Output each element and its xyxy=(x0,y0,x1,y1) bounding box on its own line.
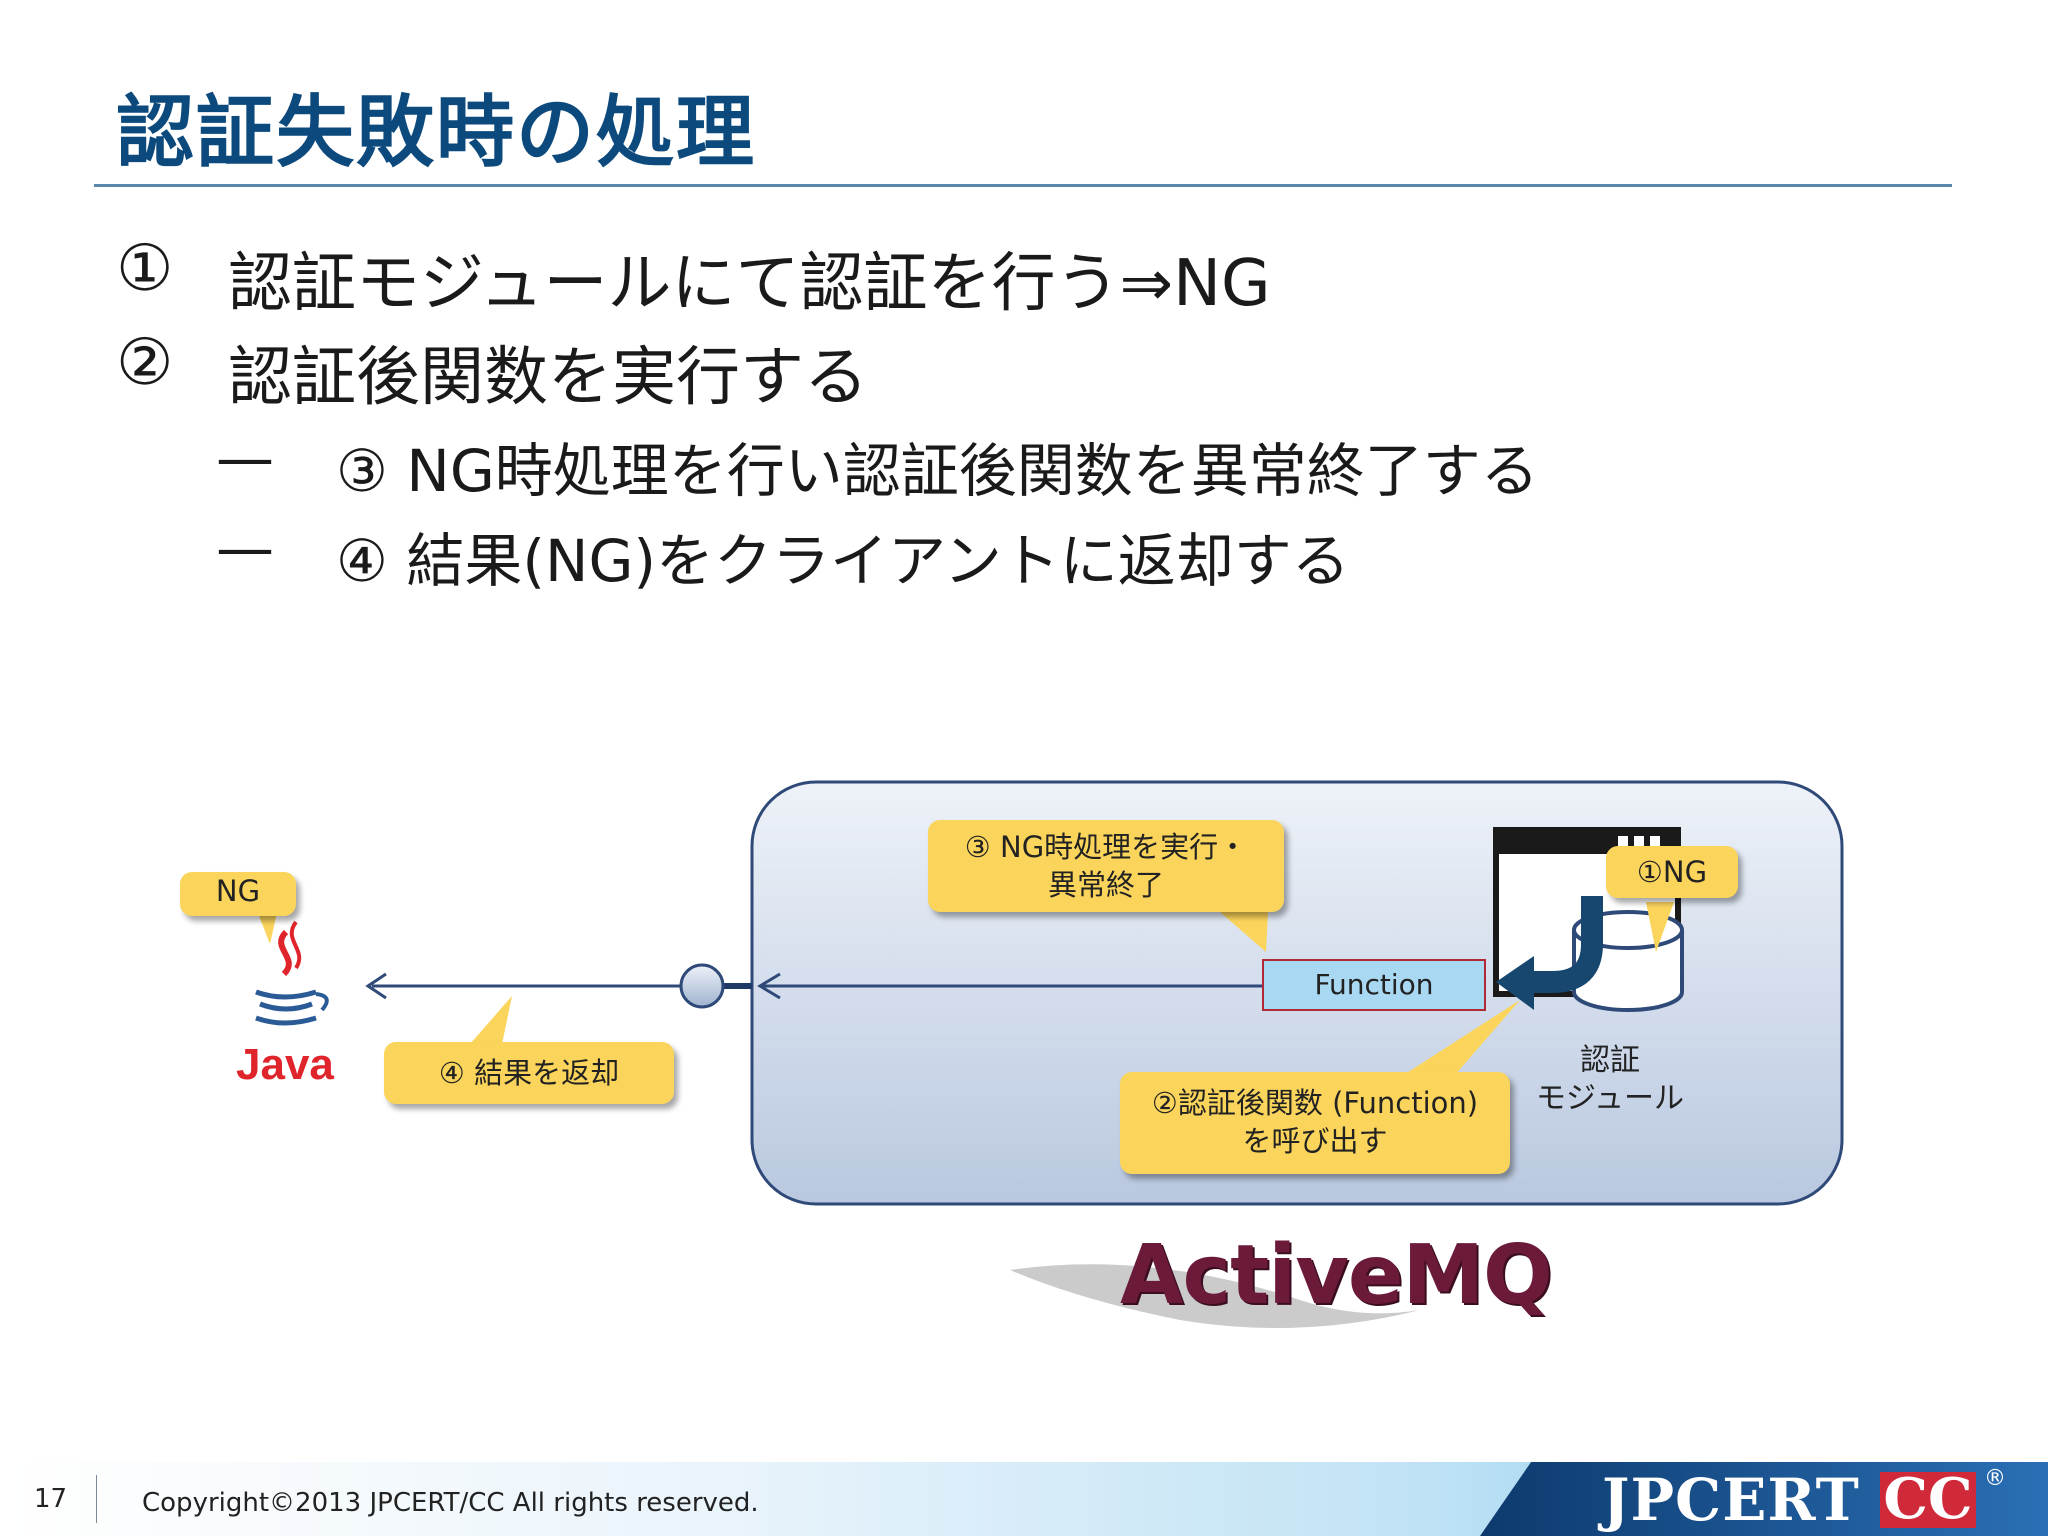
footer-divider xyxy=(96,1475,97,1523)
function-box xyxy=(1262,959,1486,1011)
client-arrowhead xyxy=(365,972,387,1000)
ng-process-callout-line1: ③ NG時処理を実行・ xyxy=(964,830,1248,864)
client-callout-pointer xyxy=(256,908,278,944)
client-ng-callout-text: NG xyxy=(215,874,261,908)
bullet-1-text: 認証モジュールにて認証を行う⇒NG xyxy=(228,247,1271,321)
result-callout: ④ 結果を返却 xyxy=(384,1042,674,1104)
internal-arrowhead xyxy=(757,972,781,1000)
bullet-1: ① 認証モジュールにて認証を行う⇒NG xyxy=(116,232,1416,321)
auth-module-label-line1: 認証 xyxy=(1580,1043,1640,1078)
title-divider xyxy=(94,184,1952,187)
call-arrow-icon xyxy=(1530,896,1603,993)
auth-module-label-line2: モジュール xyxy=(1536,1081,1684,1116)
call-callout-line2: を呼び出す xyxy=(1242,1124,1388,1158)
ng-process-callout-pointer xyxy=(1220,912,1268,952)
page-title: 認証失敗時の処理 xyxy=(116,88,757,178)
sub-bullet-2: — ④ 結果(NG)をクライアントに返却する xyxy=(216,514,1716,595)
ng-process-callout-line2: 異常終了 xyxy=(1047,868,1164,902)
activemq-logo: ActiveMQ xyxy=(1120,1228,1553,1323)
bullet-2-marker: ② xyxy=(116,326,174,400)
auth-ng-callout-pointer xyxy=(1646,902,1674,952)
auth-ng-callout: ①NG xyxy=(1606,846,1738,898)
java-logo-text: Java xyxy=(236,1040,334,1089)
jpcert-logo-text: JPCERT xyxy=(1602,1466,1860,1534)
ng-process-callout: ③ NG時処理を実行・ 異常終了 xyxy=(928,820,1284,912)
client-ng-callout: NG xyxy=(180,872,296,916)
jpcert-cc-badge xyxy=(1880,1472,1976,1528)
bullet-2-text: 認証後関数を実行する xyxy=(228,341,868,415)
call-callout: ②認証後関数 (Function) を呼び出す xyxy=(1120,1072,1510,1174)
result-callout-pointer xyxy=(470,996,512,1044)
auth-ng-callout-text: ①NG xyxy=(1636,855,1708,889)
page-number: 17 xyxy=(34,1484,68,1514)
copyright-text: Copyright©2013 JPCERT/CC All rights rese… xyxy=(142,1488,759,1518)
jpcert-cc-text: CC xyxy=(1883,1466,1973,1532)
function-label: Function xyxy=(1314,968,1434,1001)
sub-bullet-1-text: ③ NG時処理を行い認証後関数を異常終了する xyxy=(336,437,1539,505)
sub-bullet-1-marker: — xyxy=(216,424,274,492)
sub-bullet-2-marker: — xyxy=(216,514,274,582)
java-logo xyxy=(255,920,329,1026)
bullet-1-marker: ① xyxy=(116,232,174,306)
result-callout-text: ④ 結果を返却 xyxy=(438,1056,620,1090)
call-callout-line1: ②認証後関数 (Function) xyxy=(1151,1086,1479,1120)
sub-bullet-1: — ③ NG時処理を行い認証後関数を異常終了する xyxy=(216,424,1716,505)
auth-module-label: 認証 モジュール xyxy=(1510,1042,1710,1118)
sub-bullet-2-text: ④ 結果(NG)をクライアントに返却する xyxy=(336,527,1350,595)
endpoint-node xyxy=(679,963,725,1009)
call-callout-pointer xyxy=(1402,1000,1520,1076)
activemq-feather-icon xyxy=(1010,1264,1420,1328)
registered-mark: ® xyxy=(1984,1466,2006,1491)
bullet-2: ② 認証後関数を実行する xyxy=(116,326,1416,415)
